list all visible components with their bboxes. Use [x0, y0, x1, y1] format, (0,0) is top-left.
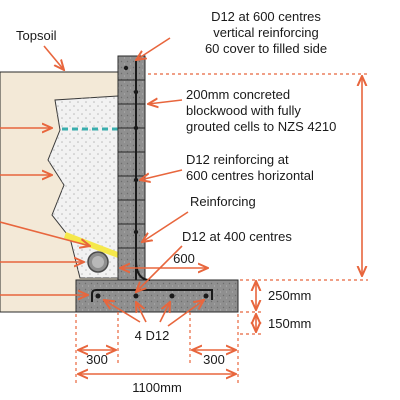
reinforcing-label: Reinforcing [190, 194, 256, 209]
vertical-reinf-label-1: D12 at 600 centres [211, 9, 321, 24]
left-arrows [0, 128, 90, 295]
footing-bars [91, 289, 213, 302]
dim-250-label: 250mm [268, 288, 311, 303]
blockwork-label-1: 200mm concreted [186, 87, 290, 102]
blockwork-label-3: grouted cells to NZS 4210 [186, 119, 336, 134]
dim-150-label: 150mm [268, 316, 311, 331]
dim-300-left-label: 300 [86, 352, 108, 367]
vertical-reinf-label-2: vertical reinforcing [213, 25, 319, 40]
d12-400-label: D12 at 400 centres [182, 229, 292, 244]
horizontal-reinf-label-2: 600 centres horizontal [186, 168, 314, 183]
blockwork-wall [117, 55, 146, 285]
topsoil-label: Topsoil [16, 28, 57, 43]
heel-600-label: 600 [173, 251, 195, 266]
vertical-reinf-label-3: 60 cover to filled side [205, 41, 327, 56]
horizontal-reinf-label-1: D12 reinforcing at [186, 152, 289, 167]
dim-300-right-label: 300 [203, 352, 225, 367]
blockwork-label-2: blockwood with fully [186, 103, 301, 118]
bars-4d12-label: 4 D12 [135, 328, 170, 343]
dim-1100-label: 1100mm [132, 380, 182, 395]
